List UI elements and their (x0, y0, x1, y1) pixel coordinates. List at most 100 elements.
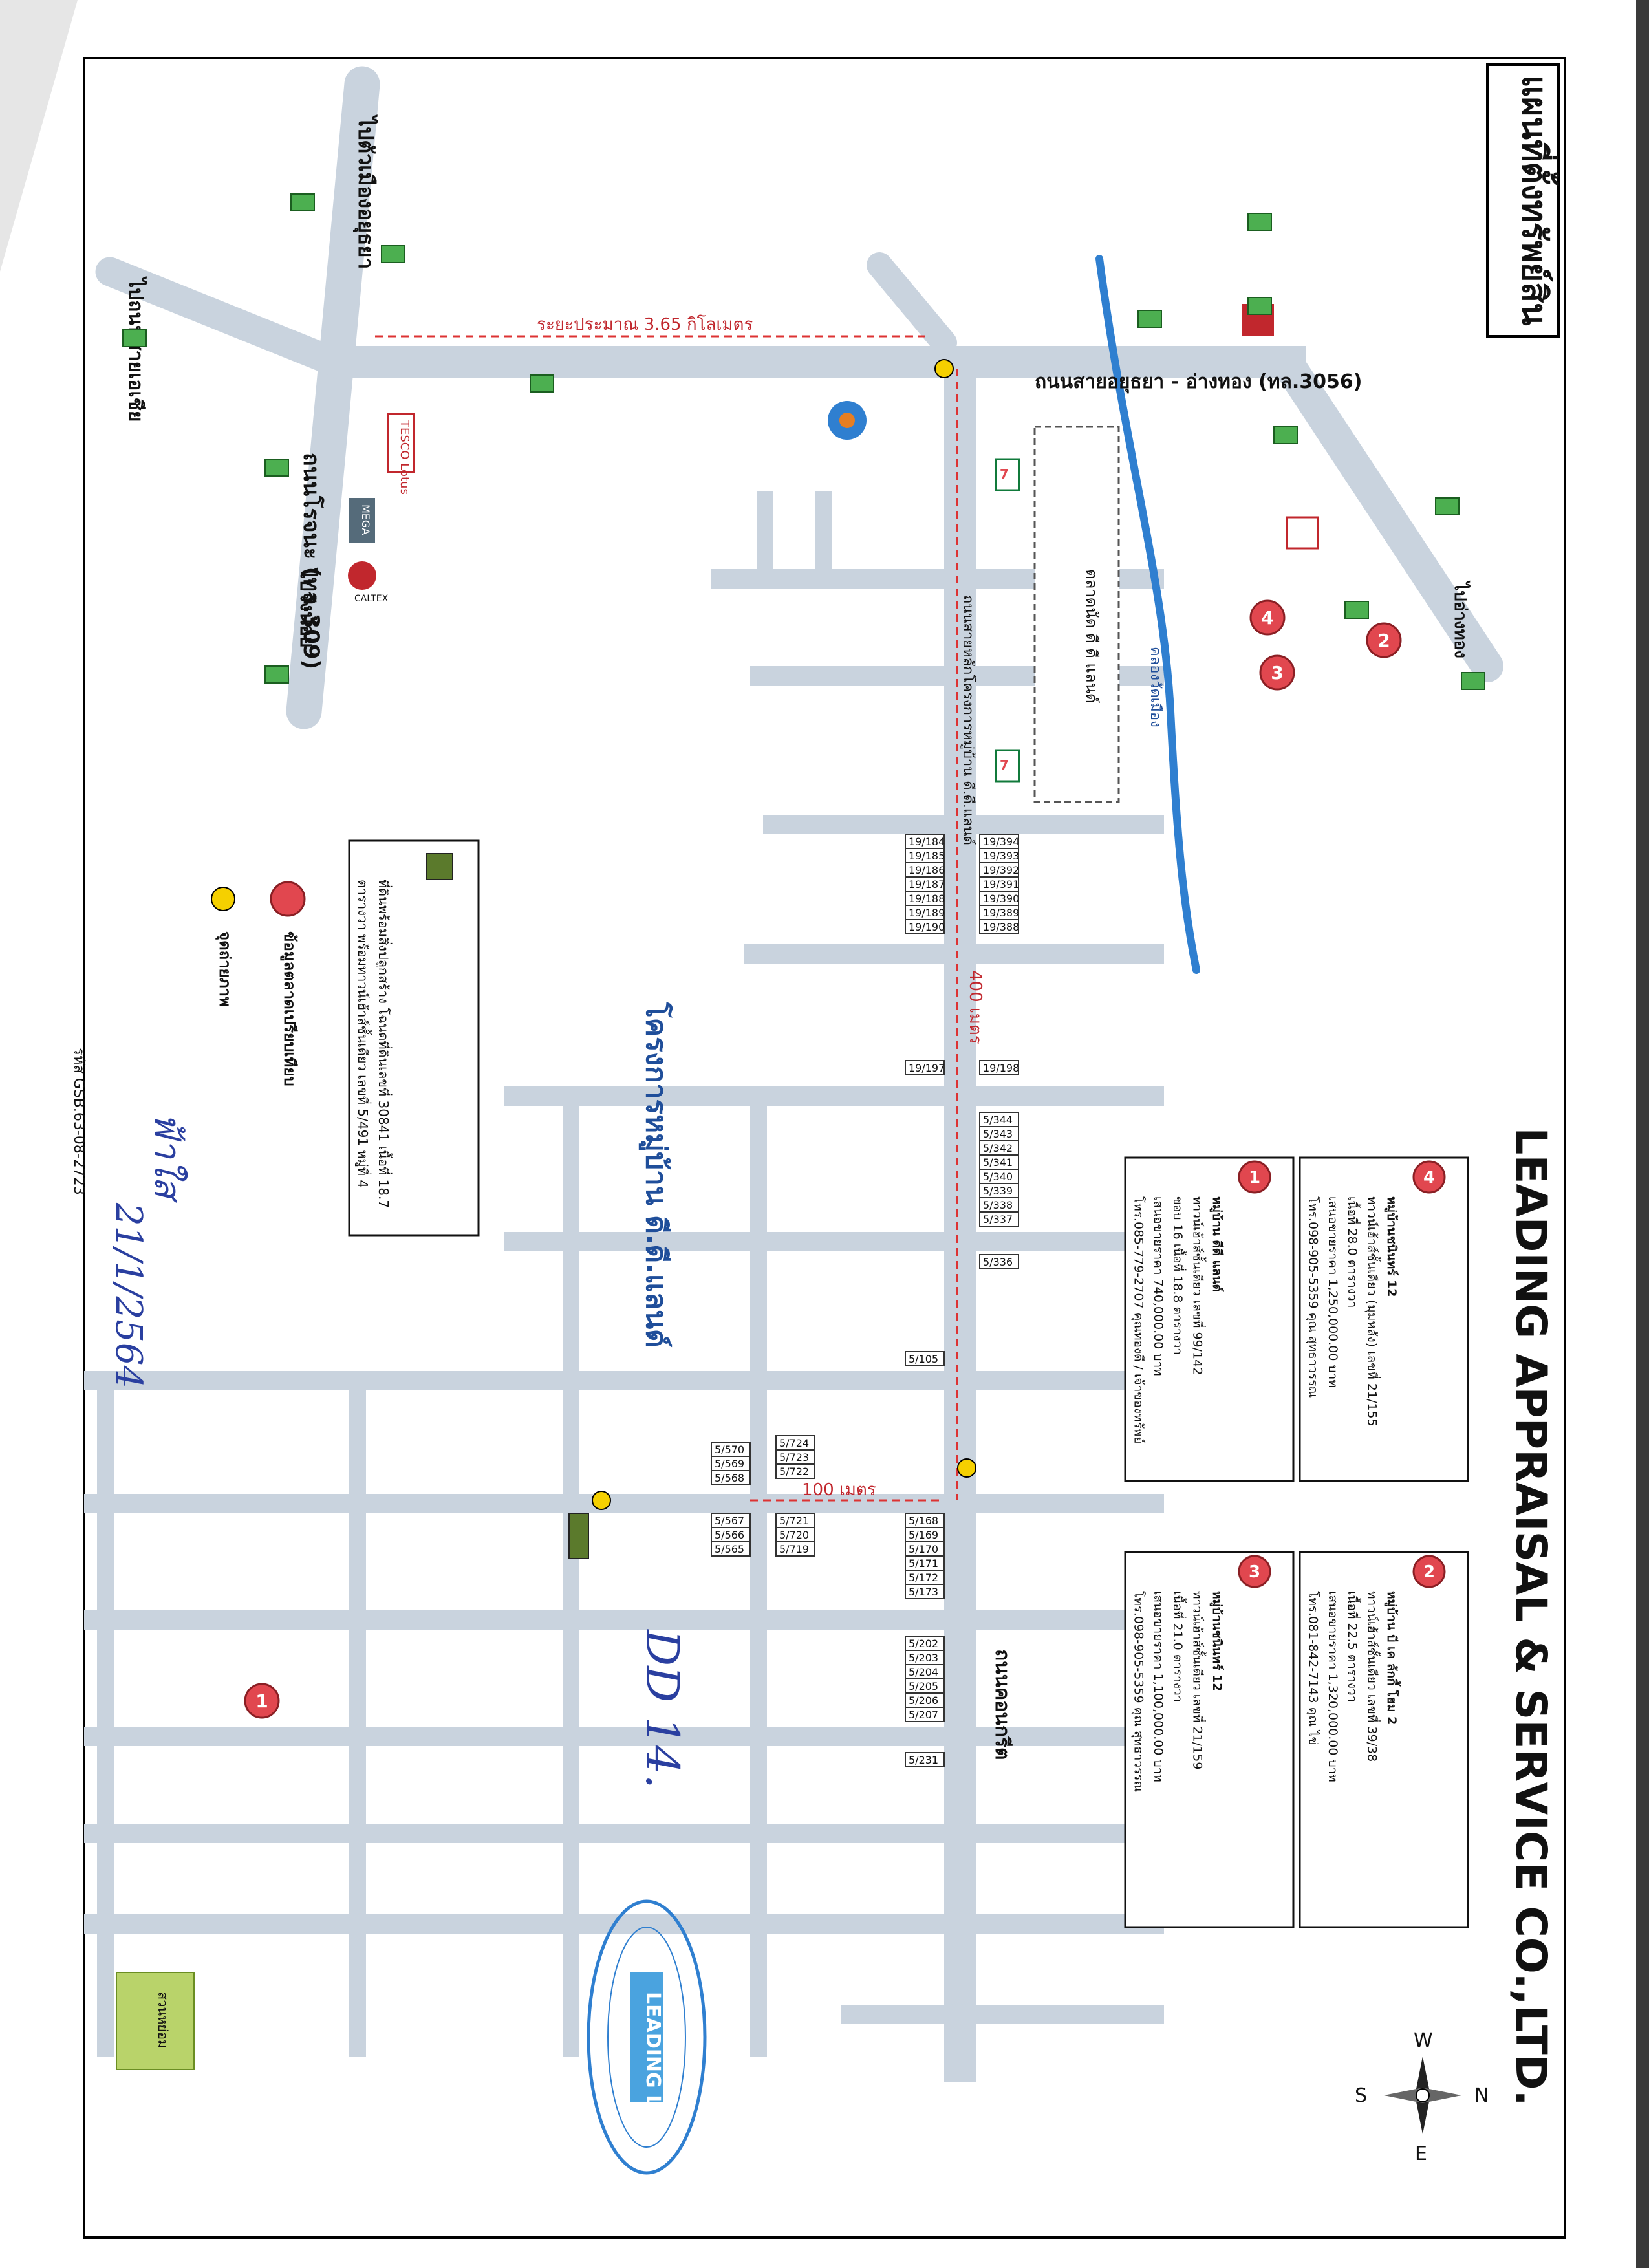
svg-text:5/169: 5/169 (909, 1529, 938, 1541)
svg-text:5/173: 5/173 (909, 1586, 938, 1598)
comparable-4-area: เนื้อที่ 28.0 ตารางวา (1345, 1196, 1360, 1308)
project-main-road (944, 362, 976, 2082)
svg-text:5/202: 5/202 (909, 1637, 938, 1650)
svg-text:19/393: 19/393 (983, 850, 1019, 862)
svg-text:5/567: 5/567 (715, 1515, 744, 1527)
legend-comparable: ข้อมูลตลาดเปรียบเทียบ (270, 881, 306, 1086)
house-number: 5/207 (905, 1707, 945, 1722)
svg-text:5/344: 5/344 (983, 1114, 1013, 1126)
house-number: 5/569 (711, 1456, 751, 1471)
svg-text:5/336: 5/336 (983, 1256, 1013, 1268)
svg-text:2: 2 (1377, 630, 1390, 651)
svg-text:5/724: 5/724 (779, 1437, 809, 1449)
svg-text:19/189: 19/189 (909, 907, 945, 919)
house-number: 19/197 (905, 1060, 945, 1075)
lot-column-f: 5/570 5/569 5/568 5/567 5/566 5/565 (711, 1442, 751, 1557)
road-to-angthong (1271, 346, 1503, 682)
svg-text:19/394: 19/394 (983, 836, 1019, 848)
comparable-marker-4: 4 (1249, 599, 1286, 636)
house-number: 5/172 (905, 1570, 945, 1585)
svg-text:7: 7 (1000, 757, 1009, 773)
canal-label: คลองวัดเมือง (1147, 647, 1163, 728)
comparable-1-contact: โทร.085-779-2707 คุณทองดี / เจ้าของทรัพย… (1131, 1196, 1146, 1444)
photo-point-2 (957, 1458, 976, 1478)
soi-3 (763, 815, 1164, 834)
legend-photo-text: จุดถ่ายภาพ (215, 931, 234, 1007)
park: สวนหย่อม (116, 1972, 195, 2070)
handwritten-date: 21/1/2564 (107, 1202, 149, 1388)
svg-text:5/566: 5/566 (715, 1529, 744, 1541)
svg-text:4: 4 (1261, 607, 1273, 629)
lot-column-d: 5/168 5/169 5/170 5/171 5/172 5/173 5/10… (905, 1351, 945, 1599)
to-asia-label: ไปถนนสายเอเชีย (124, 276, 147, 422)
lot-column-a: 19/184 19/185 19/186 19/187 19/188 19/18… (905, 834, 945, 1075)
pin-icon (828, 401, 867, 440)
road-to-asia (95, 257, 358, 380)
lot-column-g: 5/724 5/723 5/722 5/721 5/720 5/719 (775, 1435, 815, 1557)
house-number: 5/231 (905, 1752, 945, 1767)
house-number: 19/190 (905, 919, 945, 934)
svg-text:19/390: 19/390 (983, 892, 1019, 905)
legend-comparable-text: ข้อมูลตลาดเปรียบเทียบ (280, 931, 299, 1086)
svg-text:5/203: 5/203 (909, 1652, 938, 1664)
house-number: 5/203 (905, 1650, 945, 1665)
house-number: 19/198 (979, 1060, 1019, 1075)
house-number: 5/205 (905, 1678, 945, 1694)
svg-text:5/204: 5/204 (909, 1666, 938, 1678)
house-number: 5/342 (979, 1140, 1019, 1156)
main-road (336, 346, 1306, 378)
market-area: ตลาดนัด ดี ดี แลนด์ (1033, 426, 1120, 803)
house-number: 5/169 (905, 1527, 945, 1542)
comparable-box-1: 1 หมู่บ้าน ดีดี แลนด์ ทาวน์เฮ้าส์ชั้นเดี… (1124, 1156, 1295, 1482)
company-name: LEADING APPRAISAL & SERVICE CO.,LTD. (1506, 1127, 1556, 2106)
seal-text: LEADING LAS (641, 1992, 664, 2136)
svg-text:5/340: 5/340 (983, 1171, 1013, 1183)
svg-text:19/388: 19/388 (983, 921, 1019, 933)
comparable-3-price: เสนอขายราคา 1,100,000.00 บาท (1150, 1591, 1165, 1782)
lot-column-e: 5/202 5/203 5/204 5/205 5/206 5/207 5/23… (905, 1636, 945, 1767)
rochana-road (286, 66, 380, 729)
rochana-road-label: ถนนโรจนะ (ทล.309) (298, 453, 325, 669)
svg-text:5/231: 5/231 (909, 1754, 938, 1766)
svg-text:5/171: 5/171 (909, 1557, 938, 1570)
seven-eleven-icon: 7 (995, 458, 1020, 491)
svg-text:19/392: 19/392 (983, 864, 1019, 876)
svg-text:19/187: 19/187 (909, 878, 945, 891)
house-number: 5/105 (905, 1351, 945, 1366)
svg-text:2: 2 (1423, 1562, 1435, 1582)
house-number: 5/723 (775, 1449, 815, 1465)
handwritten-signature: ฟ้าใส (146, 1112, 188, 1203)
comparable-4-price: เสนอขายราคา 1,250,000.00 บาท (1325, 1196, 1340, 1388)
comparable-box-2: 2 หมู่บ้าน บี เค ลักกี้ โฮม 2 ทาวน์เฮ้าส… (1299, 1551, 1469, 1928)
house-number: 5/570 (711, 1442, 751, 1457)
svg-text:5/341: 5/341 (983, 1156, 1013, 1169)
house-number: 19/392 (979, 862, 1019, 878)
soi-7 (504, 1086, 1164, 1106)
house-number: 19/185 (905, 848, 945, 863)
lot-column-b: 19/394 19/393 19/392 19/391 19/390 19/38… (979, 834, 1019, 1075)
svg-text:19/185: 19/185 (909, 850, 945, 862)
map-title-box: แผนที่ตั้งทรัพย์สิน (1486, 63, 1560, 338)
house-number: 19/188 (905, 891, 945, 906)
comparable-marker-1: 1 (244, 1683, 280, 1719)
house-number: 19/391 (979, 876, 1019, 892)
svg-text:5/569: 5/569 (715, 1458, 744, 1470)
house-number: 5/170 (905, 1541, 945, 1557)
compass-icon: N S E W (1355, 2029, 1489, 2165)
svg-text:19/198: 19/198 (983, 1062, 1019, 1074)
comparable-2-type: ทาวน์เฮ้าส์ชั้นเดียว เลขที่ 39/38 (1364, 1591, 1379, 1762)
mega-icon: MEGA (349, 498, 375, 543)
comparable-2-area: เนื้อที่ 22.5 ตารางวา (1345, 1591, 1360, 1703)
police-station-icon (1286, 516, 1319, 550)
to-angthong-label: ไปอ่างทอง (1450, 580, 1471, 658)
house-number: 5/206 (905, 1692, 945, 1708)
svg-text:5/105: 5/105 (909, 1353, 938, 1365)
compass-e: E (1415, 2143, 1427, 2165)
svg-text:5/570: 5/570 (715, 1443, 744, 1456)
scan-edge (1636, 0, 1649, 2268)
house-number: 5/719 (775, 1541, 815, 1557)
house-number: 5/720 (775, 1527, 815, 1542)
inner-road-c (349, 1371, 366, 2057)
photo-point-3 (592, 1491, 611, 1510)
house-number: 5/568 (711, 1470, 751, 1485)
